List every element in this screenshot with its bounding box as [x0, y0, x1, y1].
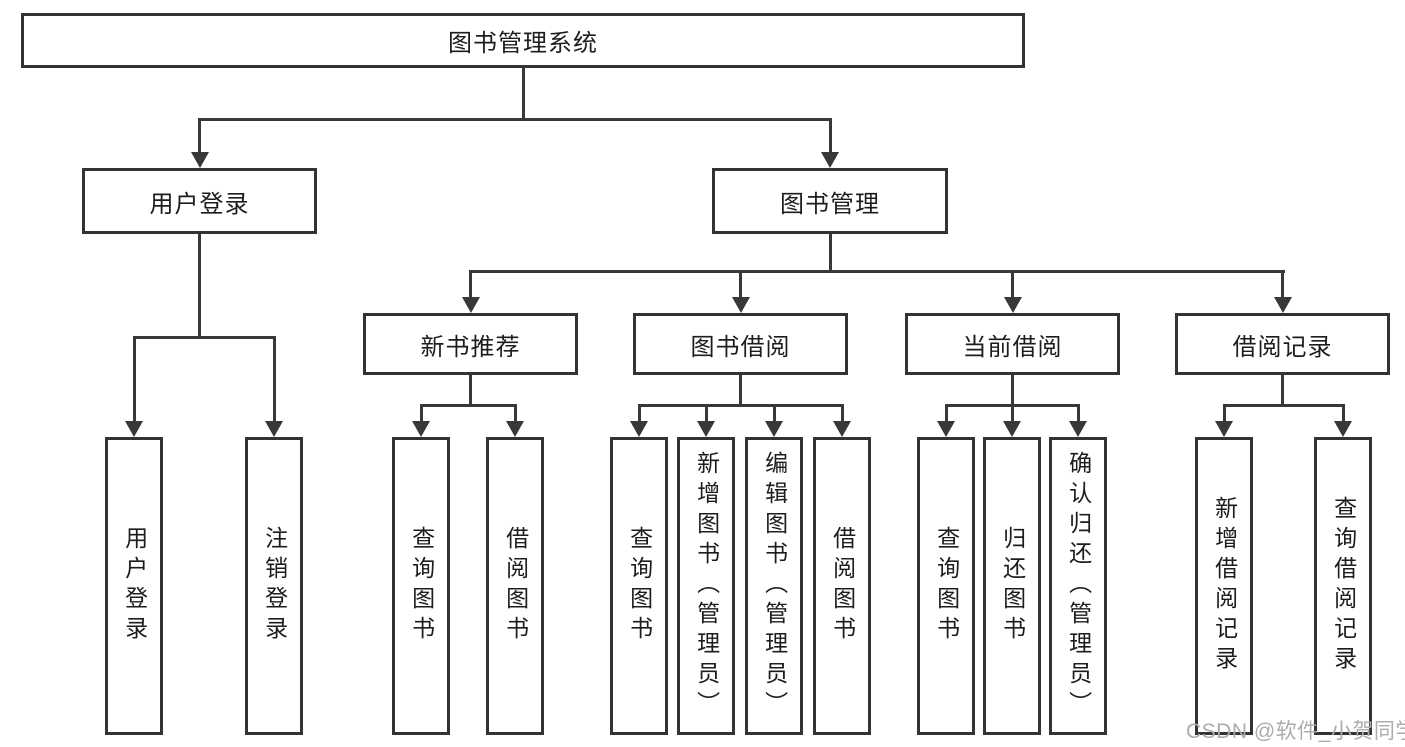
- leaf-edit-books-admin: 编辑图书（管理员）: [745, 437, 803, 735]
- connector-line: [944, 404, 948, 424]
- connector-line: [772, 404, 776, 424]
- leaf-query-books-recommend: 查询图书: [392, 437, 450, 735]
- leaf-confirm-return-admin: 确认归还（管理员）: [1049, 437, 1107, 735]
- node-label: 当前借阅: [962, 333, 1063, 361]
- leaf-label: 用户登录: [121, 526, 148, 646]
- arrow-down-icon: [412, 421, 430, 437]
- connector-line: [1281, 375, 1284, 407]
- connector-line: [739, 375, 742, 407]
- connector-line: [132, 336, 136, 424]
- connector-line: [1011, 270, 1014, 300]
- node-current-borrowing: 当前借阅: [905, 313, 1120, 375]
- leaf-label: 查询图书: [626, 526, 653, 646]
- leaf-add-borrow-record: 新增借阅记录: [1195, 437, 1253, 735]
- arrow-down-icon: [731, 297, 750, 313]
- node-label: 借阅记录: [1232, 333, 1333, 361]
- connector-line: [513, 404, 517, 424]
- arrow-down-icon: [821, 152, 839, 168]
- connector-line: [828, 118, 832, 155]
- arrow-down-icon: [833, 421, 851, 437]
- connector-line: [1281, 270, 1284, 300]
- connector-line: [198, 118, 832, 121]
- leaf-logout: 注销登录: [245, 437, 303, 735]
- node-library-management-system: 图书管理系统: [21, 13, 1025, 68]
- connector-line: [469, 270, 1285, 273]
- leaf-label: 注销登录: [261, 526, 288, 646]
- arrow-down-icon: [1069, 421, 1087, 437]
- arrow-down-icon: [1003, 297, 1022, 313]
- arrow-down-icon: [1273, 297, 1292, 313]
- arrow-down-icon: [1334, 421, 1352, 437]
- node-new-book-recommend: 新书推荐: [363, 313, 578, 375]
- arrow-down-icon: [697, 421, 715, 437]
- leaf-label: 编辑图书（管理员）: [761, 451, 788, 721]
- node-book-borrowing: 图书借阅: [633, 313, 848, 375]
- node-label: 用户登录: [149, 190, 250, 218]
- node-book-management: 图书管理: [712, 168, 948, 234]
- leaf-label: 查询图书: [408, 526, 435, 646]
- connector-line: [840, 404, 844, 424]
- leaf-label: 新增借阅记录: [1211, 496, 1238, 676]
- node-label: 图书管理系统: [448, 30, 598, 57]
- leaf-label: 归还图书: [999, 526, 1026, 646]
- connector-line: [704, 404, 708, 424]
- connector-line: [1011, 375, 1014, 407]
- leaf-query-borrow-record: 查询借阅记录: [1314, 437, 1372, 735]
- connector-line: [637, 404, 641, 424]
- connector-line: [419, 404, 423, 424]
- connector-line: [521, 68, 525, 121]
- leaf-label: 借阅图书: [829, 526, 856, 646]
- arrow-down-icon: [765, 421, 783, 437]
- connector-line: [1010, 404, 1014, 424]
- connector-line: [132, 336, 276, 339]
- node-user-login: 用户登录: [82, 168, 317, 234]
- arrow-down-icon: [1003, 421, 1021, 437]
- connector-line: [1341, 404, 1345, 424]
- arrow-down-icon: [265, 421, 283, 437]
- leaf-label: 确认归还（管理员）: [1065, 451, 1092, 721]
- connector-line: [1222, 404, 1226, 424]
- leaf-query-books-current: 查询图书: [917, 437, 975, 735]
- arrow-down-icon: [1215, 421, 1233, 437]
- node-label: 图书借阅: [690, 333, 791, 361]
- connector-line: [272, 336, 276, 424]
- connector-line: [198, 234, 201, 339]
- arrow-down-icon: [937, 421, 955, 437]
- connector-line: [469, 270, 472, 300]
- connector-line: [469, 375, 472, 407]
- leaf-user-login: 用户登录: [105, 437, 163, 735]
- connector-line: [1222, 404, 1345, 407]
- connector-line: [739, 270, 742, 300]
- arrow-down-icon: [506, 421, 524, 437]
- leaf-label: 借阅图书: [502, 526, 529, 646]
- connector-line: [1076, 404, 1080, 424]
- leaf-query-books-borrow: 查询图书: [610, 437, 668, 735]
- arrow-down-icon: [125, 421, 143, 437]
- leaf-borrow-books-recommend: 借阅图书: [486, 437, 544, 735]
- leaf-label: 查询借阅记录: [1330, 496, 1357, 676]
- connector-line: [198, 118, 201, 155]
- node-borrowing-records: 借阅记录: [1175, 313, 1390, 375]
- node-label: 新书推荐: [420, 333, 521, 361]
- arrow-down-icon: [461, 297, 480, 313]
- leaf-label: 新增图书（管理员）: [693, 451, 720, 721]
- watermark: CSDN @软件_小贺同学: [1186, 720, 1405, 743]
- leaf-label: 查询图书: [933, 526, 960, 646]
- arrow-down-icon: [630, 421, 648, 437]
- connector-line: [637, 404, 844, 407]
- node-label: 图书管理: [780, 190, 880, 218]
- connector-line: [419, 404, 517, 407]
- connector-line: [828, 234, 832, 273]
- leaf-add-books-admin: 新增图书（管理员）: [677, 437, 735, 735]
- leaf-return-books: 归还图书: [983, 437, 1041, 735]
- leaf-borrow-books: 借阅图书: [813, 437, 871, 735]
- arrow-down-icon: [190, 152, 209, 168]
